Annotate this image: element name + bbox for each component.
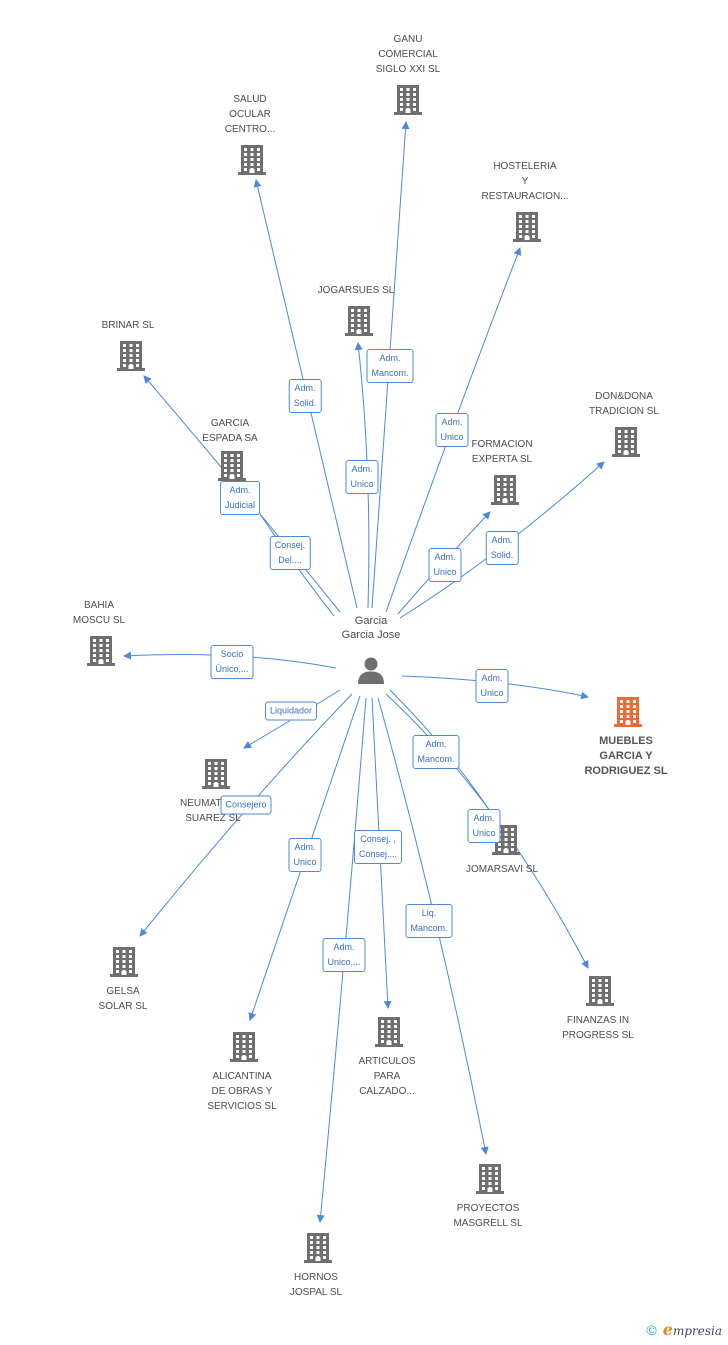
building-icon <box>217 450 247 487</box>
company-name: GANU COMERCIAL SIGLO XXI SL <box>375 34 441 75</box>
building-icon <box>237 144 267 181</box>
company-name: PROYECTOS MASGRELL SL <box>453 1203 523 1229</box>
company-name: FORMACION EXPERTA SL <box>471 439 533 465</box>
company-name: FINANZAS IN PROGRESS SL <box>562 1015 634 1041</box>
role-label: Adm. Solid. <box>288 379 322 413</box>
building-icon <box>109 946 139 983</box>
footer-brand: © empresia <box>646 1320 722 1339</box>
building-icon <box>585 975 615 1012</box>
building-icon <box>201 758 231 795</box>
role-label: Liq. Mancom. <box>405 904 453 938</box>
brand-initial: e <box>662 1320 673 1339</box>
role-label: Adm. Unico,... <box>322 938 366 972</box>
role-label: Liquidador <box>264 701 318 721</box>
company-name: JOGARSUES SL <box>317 285 395 296</box>
building-icon <box>611 426 641 463</box>
building-icon <box>512 211 542 248</box>
role-label: Adm. Mancom. <box>366 349 414 383</box>
center-person-label: Garcia Garcia Jose <box>341 615 401 641</box>
role-label: Adm. Solid. <box>485 531 519 565</box>
company-name: ALICANTINA DE OBRAS Y SERVICIOS SL <box>207 1071 277 1112</box>
company-name: ARTICULOS PARA CALZADO... <box>358 1056 416 1097</box>
role-label: Adm. Mancom. <box>412 735 460 769</box>
company-name: MUEBLES GARCIA Y RODRIGUEZ SL <box>584 735 668 777</box>
building-icon <box>229 1031 259 1068</box>
building-icon <box>613 696 643 733</box>
company-name: BAHIA MOSCU SL <box>72 600 126 626</box>
role-label: Adm. Unico <box>345 460 379 494</box>
company-name: GELSA SOLAR SL <box>98 986 148 1012</box>
building-icon <box>475 1163 505 1200</box>
company-name: SALUD OCULAR CENTRO... <box>224 94 276 135</box>
building-icon <box>490 474 520 511</box>
role-label: Adm. Judicial <box>219 481 261 515</box>
building-icon <box>303 1232 333 1269</box>
role-label: Consejero <box>220 795 272 815</box>
brand-name: mpresia <box>672 1324 722 1338</box>
person-icon <box>358 657 384 684</box>
company-name: NEUMATICOS SUAREZ SL <box>180 798 246 824</box>
role-label: Adm. Unico <box>288 838 322 872</box>
company-name: GARCIA ESPADA SA <box>202 418 258 444</box>
role-label: Socio Único,... <box>210 645 254 679</box>
role-label: Adm. Unico <box>475 669 509 703</box>
company-name: HOSTELERIA Y RESTAURACION... <box>481 161 569 202</box>
copyright-symbol: © <box>646 1321 657 1338</box>
building-icon <box>116 340 146 377</box>
role-label: Adm. Unico <box>428 548 462 582</box>
building-icon <box>86 635 116 672</box>
building-icon <box>393 84 423 121</box>
company-name: HORNOS JOSPAL SL <box>289 1272 343 1298</box>
company-name: BRINAR SL <box>101 320 155 331</box>
role-label: Consej. , Consej.... <box>353 830 403 864</box>
building-icon <box>374 1016 404 1053</box>
role-label: Adm. Unico <box>467 809 501 843</box>
brand-logo[interactable]: empresia <box>663 1320 722 1339</box>
building-icon <box>344 305 374 342</box>
company-name: DON&DONA TRADICION SL <box>588 391 659 417</box>
company-name: JOMARSAVI SL <box>465 864 539 875</box>
role-label: Adm. Unico <box>435 413 469 447</box>
role-label: Consej. Del.... <box>269 536 311 570</box>
